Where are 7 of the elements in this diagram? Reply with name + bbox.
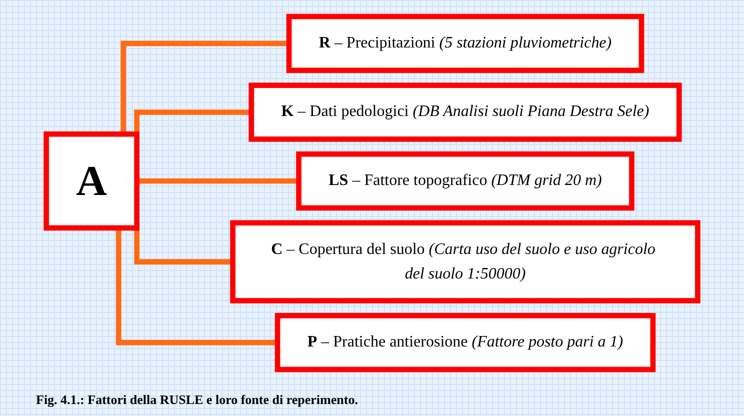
node-box: C – Copertura del suolo (Carta uso del suolo e uso agricolo del suolo 1:50000) [230, 220, 700, 304]
node-box: LS – Fattore topografico (DTM grid 20 m) [296, 151, 634, 211]
node-box: A [44, 131, 140, 231]
node-box: P – Pratiche antierosione (Fattore posto pari a 1) [274, 312, 656, 372]
figure-caption: Fig. 4.1.: Fattori della RUSLE e loro fonte di reperimento. [36, 392, 358, 408]
node-box: R – Precipitazioni (5 stazioni pluviometriche) [286, 14, 644, 74]
node-box: K – Dati pedologici (DB Analisi suoli Piana Destra Sele) [248, 82, 682, 142]
